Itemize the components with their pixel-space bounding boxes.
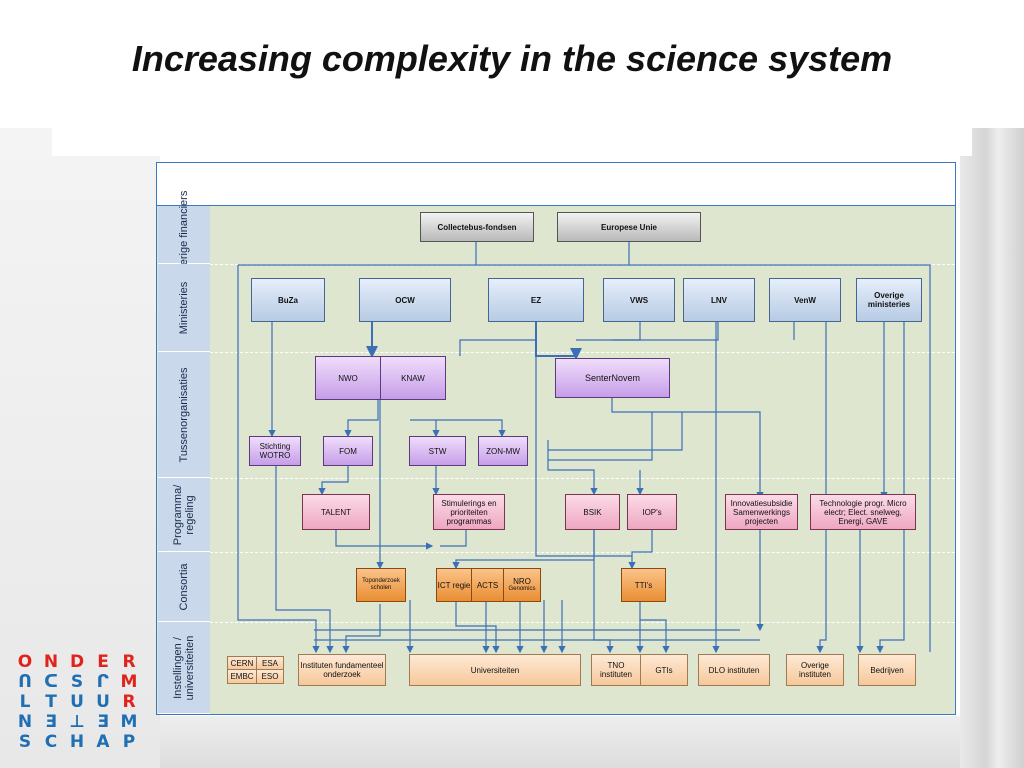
box-lnv: LNV — [683, 278, 755, 322]
box-ict-regie: ICT regie — [436, 568, 472, 602]
box-ez: EZ — [488, 278, 584, 322]
box-venw: VenW — [769, 278, 841, 322]
row-separator — [210, 478, 955, 479]
box-eso: ESO — [256, 669, 284, 684]
box-ttis: TTI's — [621, 568, 666, 602]
box-senternovem: SenterNovem — [555, 358, 670, 398]
box-universiteiten: Universiteiten — [409, 654, 581, 686]
box-collectebus-fondsen: Collectebus-fondsen — [420, 212, 534, 242]
diagram-header — [157, 163, 955, 206]
row-label-programma: Programma/ regeling — [158, 478, 210, 552]
row-label-overige-financiers: Overige financiers — [158, 190, 210, 279]
box-overige-instituten: Overige instituten — [786, 654, 844, 686]
box-dlo-instituten: DLO instituten — [698, 654, 770, 686]
box-stw: STW — [409, 436, 466, 466]
box-vws: VWS — [603, 278, 675, 322]
row-label-tussenorganisaties: Tussenorganisaties — [158, 352, 210, 478]
box-embc: EMBC — [227, 669, 257, 684]
box-innovatiesubsidie: Innovatiesubsidie Samenwerkings projecte… — [725, 494, 798, 530]
row-separator — [210, 622, 955, 623]
box-bsik: BSIK — [565, 494, 620, 530]
box-bedrijven: Bedrijven — [858, 654, 916, 686]
box-technologie-programma: Technologie progr. Micro electr; Elect. … — [810, 494, 916, 530]
row-label-instellingen: Instellingen / universiteiten — [158, 622, 210, 714]
box-knaw: KNAW — [380, 356, 446, 400]
box-instituten-fundamenteel-onderzoek: Instituten fundamenteel onderzoek — [298, 654, 386, 686]
row-label-consortia: Consortia — [158, 552, 210, 622]
box-stimulerings-programmas: Stimulerings en prioriteiten programmas — [433, 494, 505, 530]
background-left — [0, 128, 160, 768]
box-nwo: NWO — [315, 356, 381, 400]
row-label-ministeries: Ministeries — [158, 264, 210, 352]
box-zon-mw: ZON-MW — [478, 436, 528, 466]
box-acts: ACTS — [471, 568, 504, 602]
row-separator — [210, 352, 955, 353]
box-esa: ESA — [256, 656, 284, 670]
background-building — [960, 128, 1024, 768]
box-iops: IOP's — [627, 494, 677, 530]
box-overige-ministeries: Overige ministeries — [856, 278, 922, 322]
box-cern: CERN — [227, 656, 257, 670]
box-tno-instituten: TNO instituten — [591, 654, 641, 686]
box-talent: TALENT — [302, 494, 370, 530]
background-bottom — [160, 716, 960, 768]
box-buza: BuZa — [251, 278, 325, 322]
box-gtis: GTIs — [640, 654, 688, 686]
page-title: Increasing complexity in the science sys… — [131, 38, 893, 79]
box-toponderzoek-scholen: Toponderzoek scholen — [356, 568, 406, 602]
box-fom: FOM — [323, 436, 373, 466]
box-ocw: OCW — [359, 278, 451, 322]
row-separator — [210, 552, 955, 553]
background-strip — [52, 128, 972, 156]
box-stichting-wotro: Stichting WOTRO — [249, 436, 301, 466]
box-europese-unie: Europese Unie — [557, 212, 701, 242]
